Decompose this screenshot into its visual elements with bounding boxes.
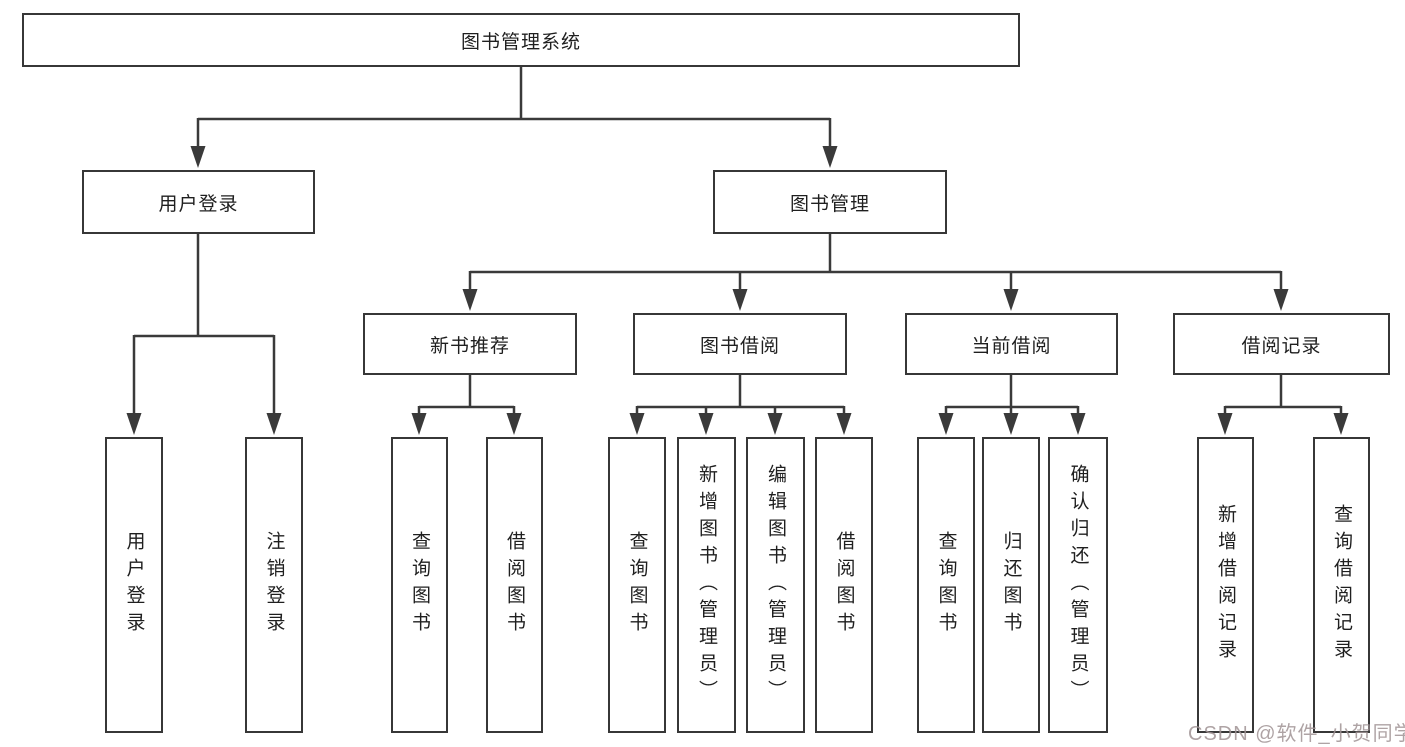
leaf-edit-books-admin: 编辑图书（管理员） [746,437,805,733]
node-label: 用户登录 [123,531,145,639]
node-label: 用户登录 [158,193,239,215]
node-label: 当前借阅 [971,335,1052,357]
node-label: 新增图书（管理员） [696,463,717,707]
leaf-query-books-recommend: 查询图书 [391,437,448,733]
node-book-management: 图书管理 [713,170,947,234]
node-label: 查询图书 [935,531,957,639]
leaf-borrow-books-recommend: 借阅图书 [486,437,543,733]
node-label: 注销登录 [263,531,285,639]
node-borrowing-records: 借阅记录 [1173,313,1390,375]
node-label: 图书借阅 [699,335,780,357]
leaf-add-books-admin: 新增图书（管理员） [677,437,736,733]
leaf-user-login: 用户登录 [105,437,163,733]
node-label: 借阅图书 [833,531,855,639]
leaf-query-books-borrowing: 查询图书 [608,437,666,733]
node-label: 新增借阅记录 [1215,504,1236,666]
node-label: 确认归还（管理员） [1067,463,1089,707]
node-label: 图书管理 [789,193,870,215]
node-root-system: 图书管理系统 [22,13,1020,67]
leaf-add-borrow-record: 新增借阅记录 [1197,437,1254,733]
leaf-logout: 注销登录 [245,437,303,733]
leaf-query-borrow-record: 查询借阅记录 [1313,437,1370,733]
node-label: 新书推荐 [429,335,510,357]
leaf-borrow-books: 借阅图书 [815,437,873,733]
node-label: 查询图书 [409,531,430,639]
node-new-book-recommend: 新书推荐 [363,313,577,375]
leaf-confirm-return-admin: 确认归还（管理员） [1048,437,1108,733]
node-label: 图书管理系统 [460,31,581,53]
csdn-watermark: CSDN @软件_小贺同学 [1188,723,1405,745]
node-label: 查询借阅记录 [1331,504,1352,666]
node-label: 借阅图书 [504,531,525,639]
node-label: 查询图书 [626,531,648,639]
node-user-login: 用户登录 [82,170,315,234]
node-label: 借阅记录 [1241,335,1322,357]
node-book-borrowing: 图书借阅 [633,313,847,375]
node-label: 编辑图书（管理员） [765,463,786,707]
leaf-return-books: 归还图书 [982,437,1040,733]
node-label: 归还图书 [1000,531,1022,639]
leaf-query-books-current: 查询图书 [917,437,975,733]
node-current-borrowing: 当前借阅 [905,313,1118,375]
